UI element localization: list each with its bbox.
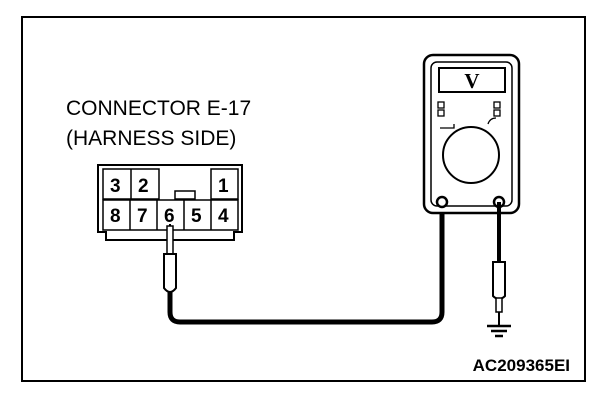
ground-symbol-icon [487,324,511,338]
meter-selector-dial [442,126,500,184]
pin-6-label: 6 [164,206,175,227]
meter-display-symbol: V [464,69,479,93]
test-lead-positive [167,202,445,325]
connector-title: CONNECTOR E-17 [66,97,251,120]
diagram-frame [21,16,586,382]
multimeter-icon: V [422,53,521,215]
probe-negative-icon [492,261,506,326]
pin-7-label: 7 [137,206,148,227]
meter-jack-com [435,195,449,209]
pin-1-label: 1 [218,176,229,197]
meter-display [438,67,506,93]
pin-8-label: 8 [110,206,121,227]
pin-3-label: 3 [110,176,121,197]
connector-subtitle: (HARNESS SIDE) [66,127,236,150]
pin-4-label: 4 [218,206,229,227]
figure-id: AC209365EI [473,356,570,375]
pin-5-label: 5 [191,206,202,227]
probe-positive-icon [163,224,177,293]
pin-2-label: 2 [138,176,149,197]
connector-latch [174,190,196,200]
